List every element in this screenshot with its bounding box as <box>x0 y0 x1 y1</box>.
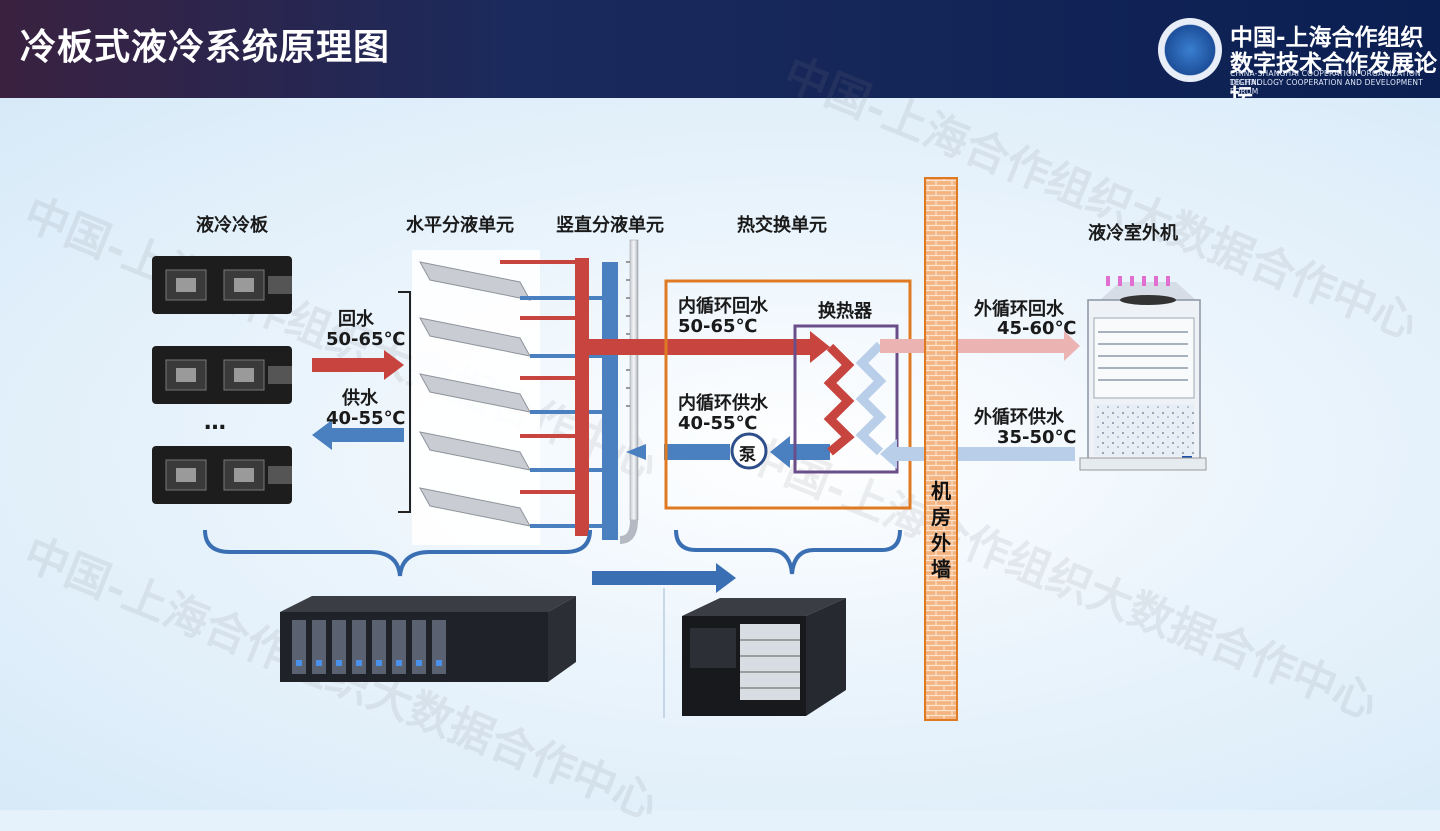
label-return-water: 回水 <box>338 309 374 330</box>
page-title: 冷板式液冷系统原理图 <box>20 27 391 68</box>
cold-plate-1 <box>152 256 292 314</box>
logo-en-line1: CHINA-SHANGHAI COOPERATION ORGANIZATION … <box>1230 69 1421 87</box>
label-vertical-unit: 竖直分液单元 <box>556 215 664 236</box>
label-inner-return: 内循环回水 <box>678 296 768 317</box>
logo-en-line2: TECHNOLOGY COOPERATION AND DEVELOPMENT F… <box>1230 78 1424 96</box>
diagram-svg <box>152 177 1207 721</box>
server-right-image <box>682 598 846 716</box>
label-inner-supply: 内循环供水 <box>678 393 768 414</box>
server-left-image <box>280 596 576 682</box>
bracket-manifold <box>398 291 411 513</box>
label-return-temp: 50-65℃ <box>326 329 406 350</box>
supply-arrow-left <box>312 420 404 450</box>
label-outer-return-temp: 45-60℃ <box>997 318 1077 339</box>
heat-exchanger-box <box>793 324 899 474</box>
bracket-bottom-right <box>674 529 902 575</box>
machine-room-wall <box>924 177 958 721</box>
label-heat-exchange-unit: 热交换单元 <box>737 215 827 236</box>
header-bar: 冷板式液冷系统原理图 中国-上海合作组织 数字技术合作发展论坛 CHINA-SH… <box>0 0 1440 111</box>
return-arrow-left <box>312 350 404 380</box>
inner-return-pipe <box>589 331 830 363</box>
inner-supply-pipe <box>626 436 830 468</box>
outdoor-unit <box>1079 276 1207 471</box>
pump-icon <box>730 432 768 470</box>
label-machine-room-wall: 机房外墙 <box>931 479 951 581</box>
label-supply-water: 供水 <box>342 388 378 409</box>
cold-plate-3 <box>152 446 292 504</box>
bracket-bottom-left <box>203 529 592 577</box>
cold-plate-2 <box>152 346 292 404</box>
cold-plate-group <box>152 256 292 504</box>
hx-cold-coil <box>855 341 887 456</box>
label-inner-return-temp: 50-65℃ <box>678 316 758 337</box>
label-heat-exchanger: 换热器 <box>818 301 872 322</box>
heat-exchange-frame <box>664 279 912 510</box>
label-outer-supply: 外循环供水 <box>974 407 1064 428</box>
label-cold-plate: 液冷冷板 <box>196 215 268 236</box>
vertical-supply-pipe <box>602 262 618 540</box>
horizontal-manifold-group <box>412 250 540 545</box>
manifold-feed-lines <box>500 260 602 528</box>
forum-logo-icon <box>1158 18 1222 82</box>
label-supply-temp: 40-55℃ <box>326 408 406 429</box>
label-inner-supply-temp: 40-55℃ <box>678 413 758 434</box>
label-outdoor-unit: 液冷室外机 <box>1088 223 1178 244</box>
vertical-return-pipe <box>575 258 589 536</box>
label-outer-supply-temp: 35-50℃ <box>997 427 1077 448</box>
label-ellipsis: … <box>204 410 226 435</box>
logo-line1: 中国-上海合作组织 <box>1230 25 1424 51</box>
label-pump: 泵 <box>739 445 756 465</box>
label-horizontal-unit: 水平分液单元 <box>406 215 514 236</box>
vertical-manifold <box>619 239 639 544</box>
label-outer-return: 外循环回水 <box>974 299 1064 320</box>
hx-hot-coil <box>823 343 855 456</box>
bottom-arrow <box>592 563 736 593</box>
